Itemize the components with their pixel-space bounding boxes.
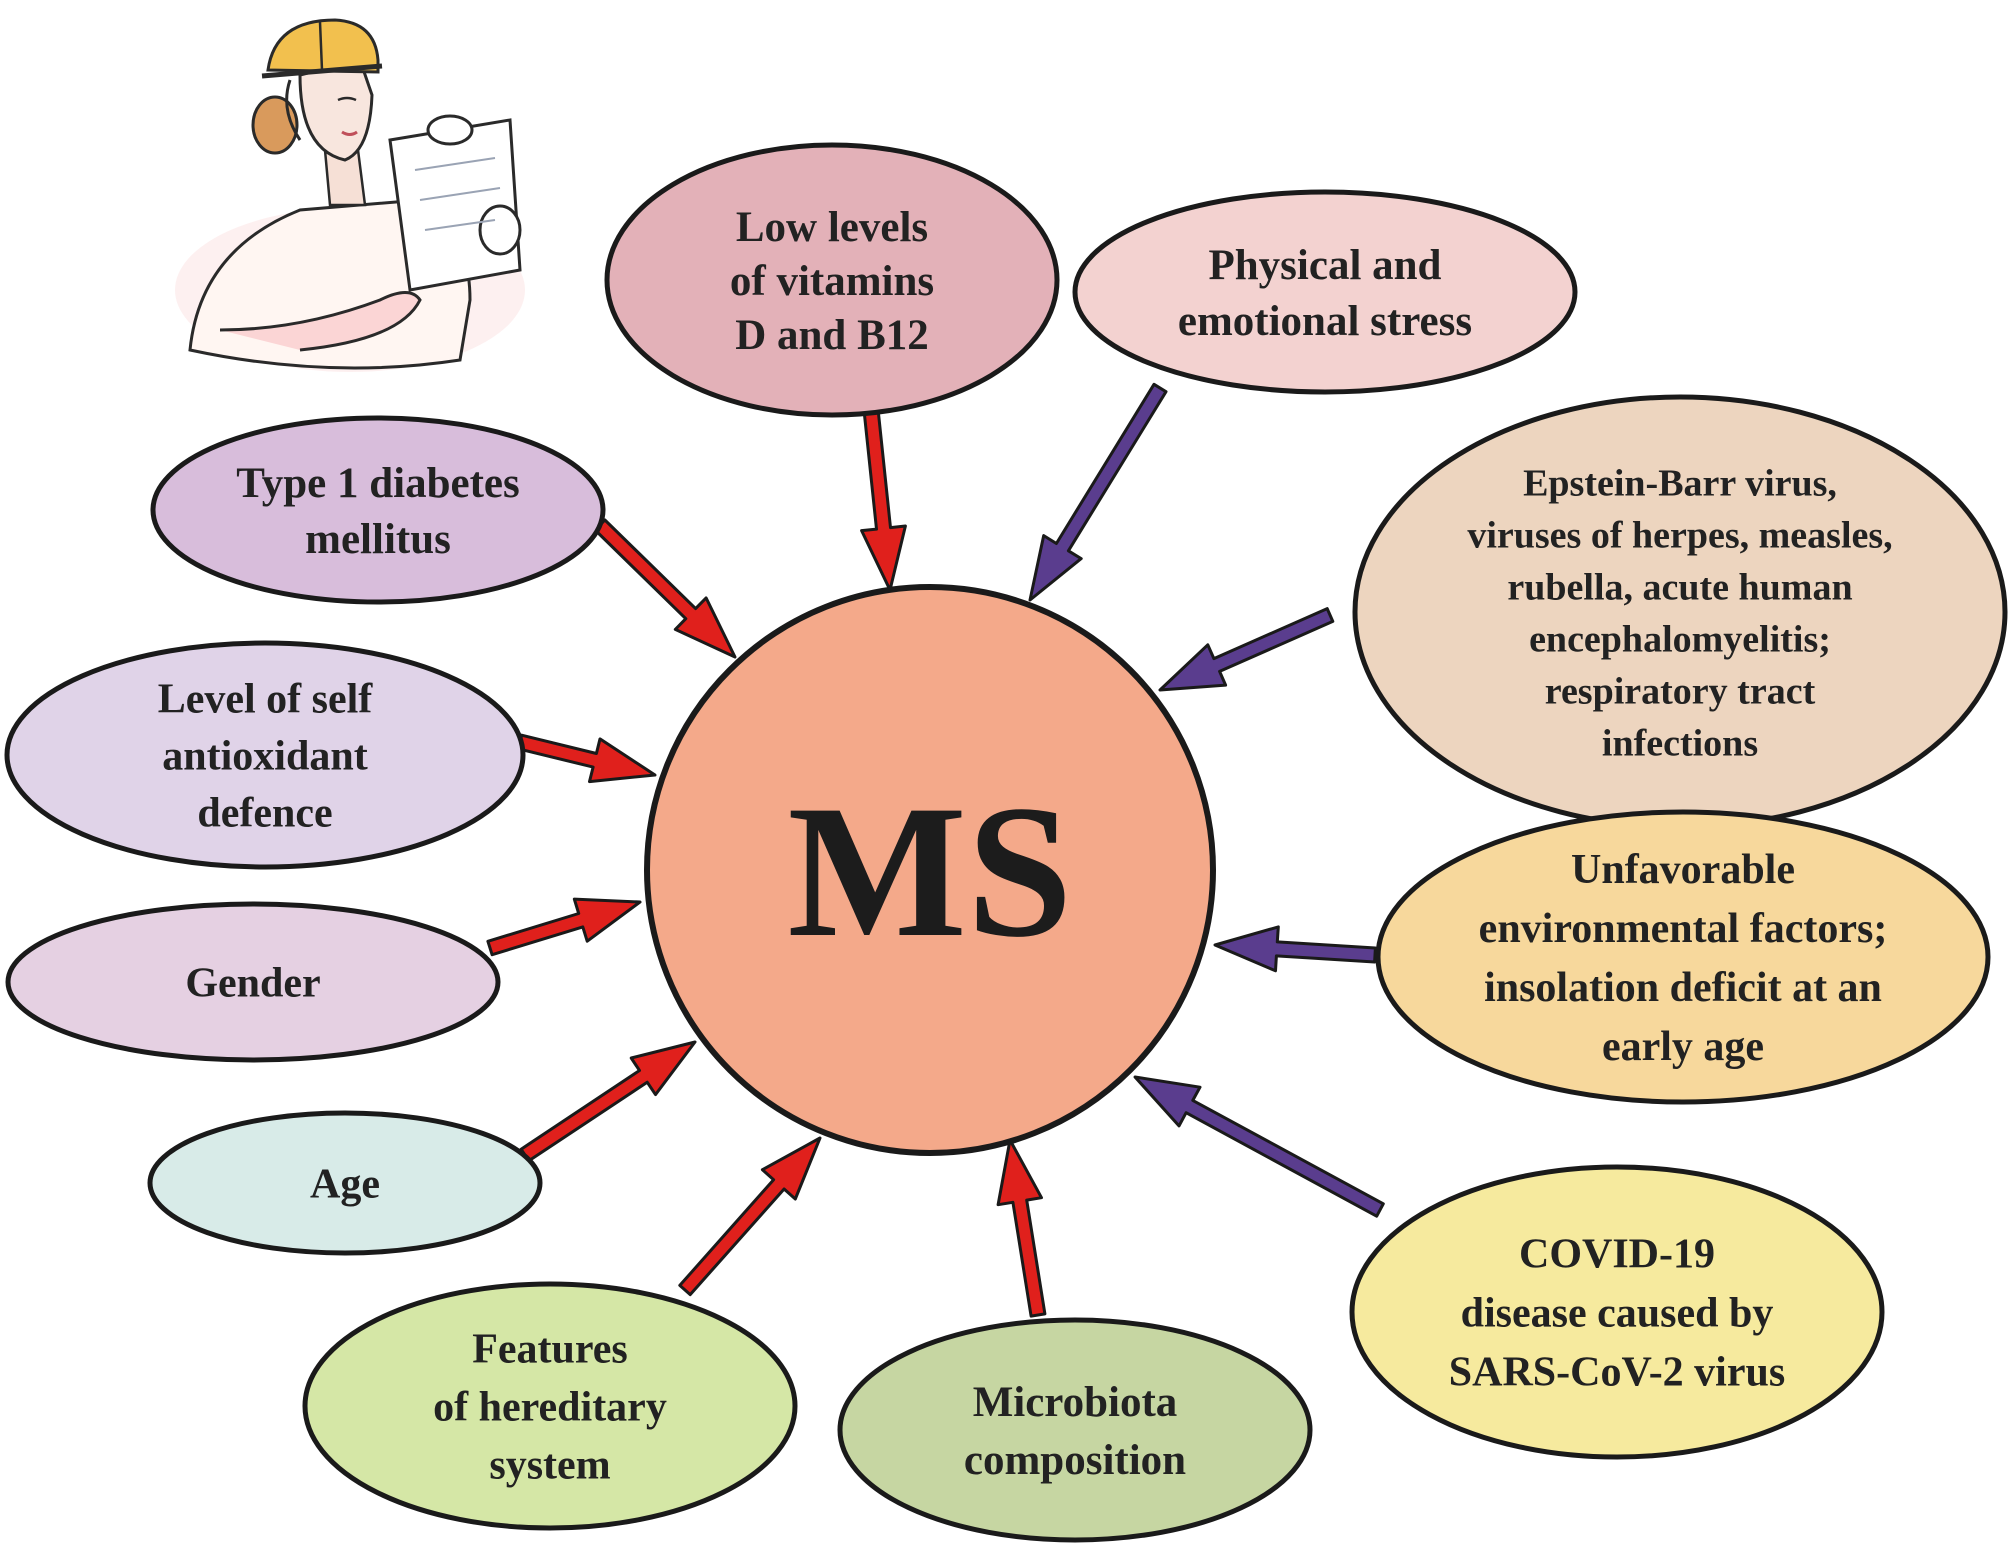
arrow-antioxidant-to-ms [516,733,657,784]
arrow-vitamins-to-ms [860,397,907,592]
engineer-with-blueprints-icon [175,18,525,372]
node-label-vitamins: Low levels [736,204,928,251]
node-label-viruses: viruses of herpes, measles, [1467,514,1892,556]
node-label-viruses: Epstein-Barr virus, [1523,462,1837,504]
node-label-hereditary: system [489,1443,610,1489]
node-label-gender: Gender [185,961,320,1007]
arrow-diabetes-to-ms [593,518,737,659]
node-label-antioxidant: antioxidant [162,734,367,780]
node-label-hereditary: of hereditary [433,1385,667,1431]
node-ellipse-diabetes [150,415,606,605]
node-ellipse-stress [1072,189,1578,395]
node-label-stress: Physical and [1209,242,1442,289]
center-label: MS [788,767,1073,977]
node-label-environment: Unfavorable [1571,847,1795,893]
node-label-antioxidant: defence [197,791,332,837]
arrow-environment-to-ms [1213,925,1377,973]
node-label-antioxidant: Level of self [158,677,374,723]
node-covid: COVID-19 disease caused by SARS-CoV-2 viru… [1349,1164,1885,1460]
node-label-age: Age [310,1162,380,1208]
node-label-viruses: infections [1602,722,1758,764]
node-ellipse-environment [1375,809,1991,1105]
node-ellipse-covid [1349,1164,1885,1460]
node-viruses: Epstein-Barr virus, viruses of herpes, me… [1352,394,2008,830]
node-label-environment: environmental factors; [1479,906,1888,952]
node-label-vitamins: of vitamins [730,258,934,305]
node-label-covid: SARS-CoV-2 virus [1449,1350,1785,1396]
node-diabetes: Type 1 diabetes mellitus [150,415,606,605]
arrow-covid-to-ms [1133,1075,1385,1218]
node-antioxidant: Level of self antioxidant defence [4,640,526,870]
node-label-viruses: respiratory tract [1545,670,1816,712]
node-label-microbiota: Microbiota [973,1379,1178,1426]
arrow-stress-to-ms [1028,382,1168,602]
node-label-environment: early age [1602,1024,1764,1070]
node-ellipse-antioxidant [4,640,526,870]
node-stress: Physical and emotional stress [1072,189,1578,395]
node-label-covid: COVID-19 [1519,1232,1715,1278]
center-circle [644,584,1216,1156]
node-label-stress: emotional stress [1178,298,1472,345]
center-node-ms: MS [644,584,1216,1156]
node-ellipse-microbiota [837,1317,1313,1543]
arrow-viruses-to-ms [1158,607,1335,692]
arrow-microbiota-to-ms [996,1138,1047,1318]
node-ellipse-vitamins [604,142,1060,418]
node-label-vitamins: D and B12 [735,312,929,359]
node-label-viruses: encephalomyelitis; [1529,618,1831,660]
node-ellipse-age [147,1110,543,1256]
node-label-diabetes: mellitus [305,516,451,563]
node-vitamins: Low levels of vitamins D and B12 [604,142,1060,418]
node-gender: Gender [5,901,501,1063]
node-ellipse-hereditary [302,1281,798,1531]
arrow-age-to-ms [519,1040,697,1163]
arrow-hereditary-to-ms [678,1136,822,1297]
node-label-diabetes: Type 1 diabetes [236,460,520,507]
node-ellipse-gender [5,901,501,1063]
node-label-hereditary: Features [472,1327,628,1373]
node-label-viruses: rubella, acute human [1507,566,1852,608]
node-hereditary: Features of hereditary system [302,1281,798,1531]
node-microbiota: Microbiota composition [837,1317,1313,1543]
node-label-covid: disease caused by [1461,1291,1774,1337]
node-label-microbiota: composition [964,1437,1186,1484]
node-environment: Unfavorable environmental factors; insolat… [1375,809,1991,1105]
arrow-gender-to-ms [486,897,642,957]
node-label-environment: insolation deficit at an [1484,965,1882,1011]
node-age: Age [147,1110,543,1256]
